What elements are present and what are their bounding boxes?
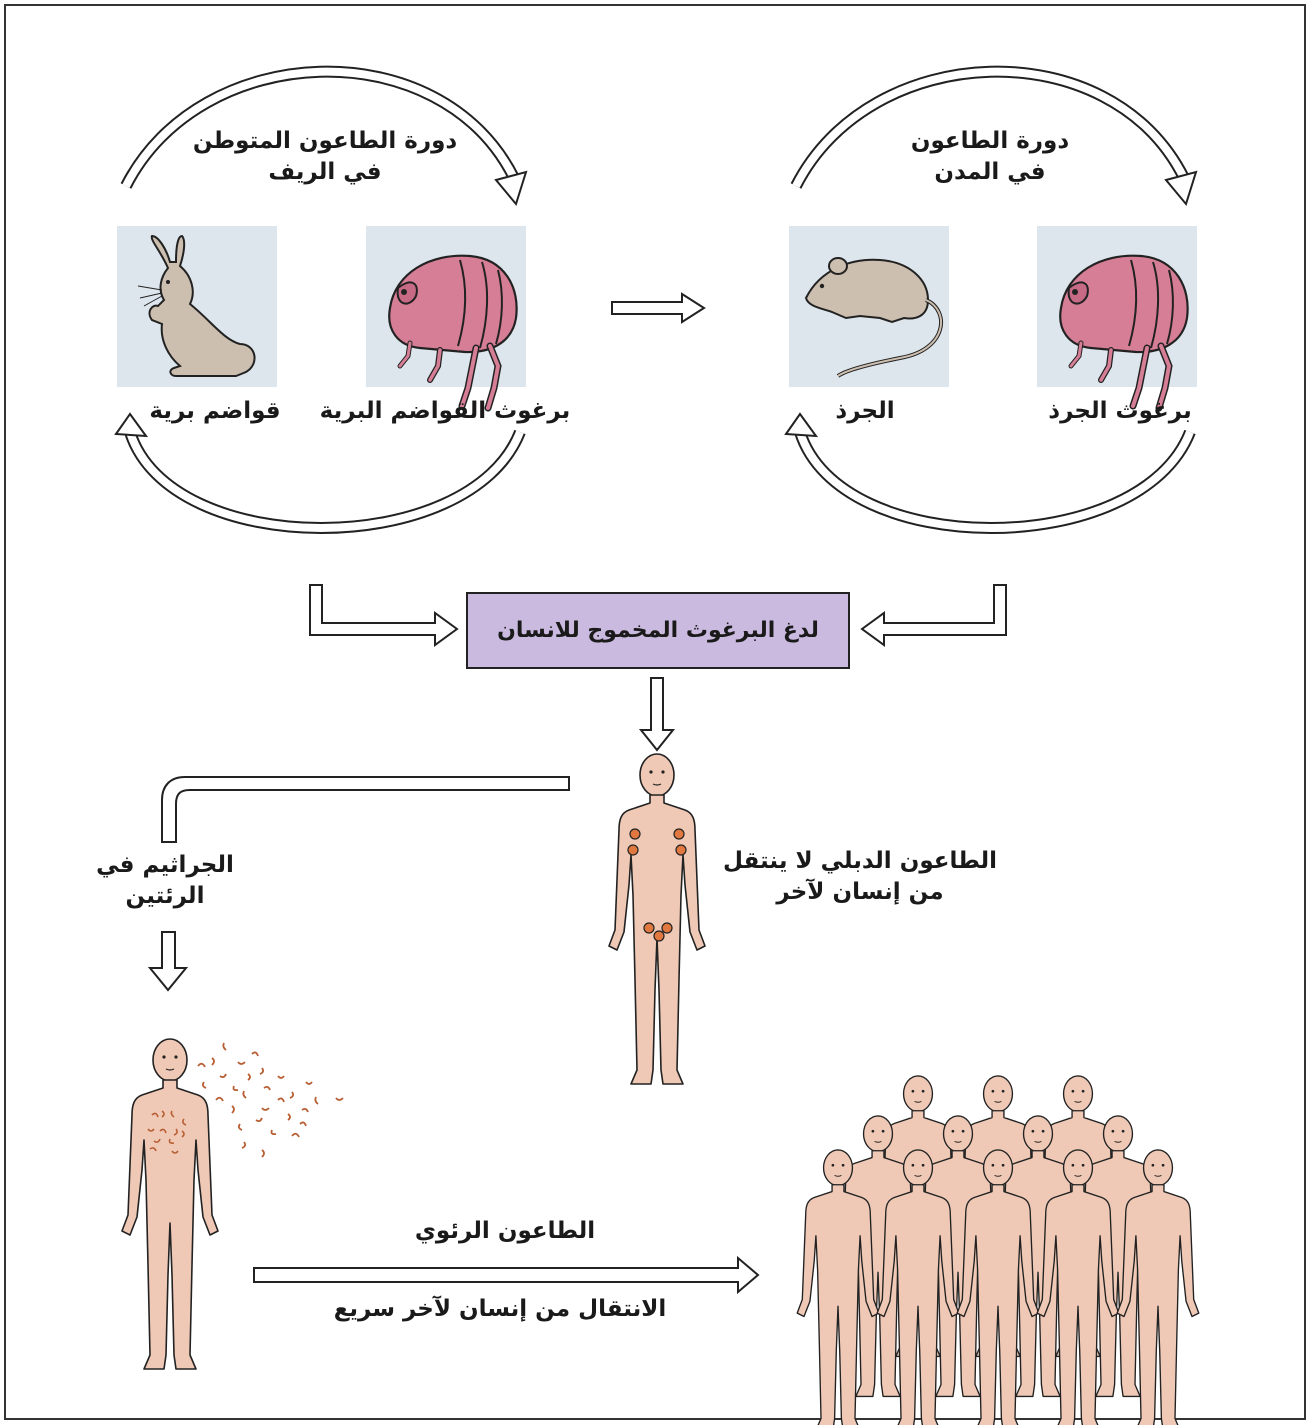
lungs-note-line1: الجراثيم في bbox=[96, 852, 234, 878]
urban-title-line1: دورة الطاعون bbox=[910, 128, 1070, 154]
crowd-icon bbox=[796, 1075, 1200, 1425]
sylvatic-to-urban-arrow bbox=[611, 292, 706, 324]
sylvatic-bottom-arrow bbox=[114, 412, 526, 534]
urban-top-arrow bbox=[790, 65, 1198, 207]
lungs-note-line2: الرئتين bbox=[125, 883, 205, 910]
diagram-frame bbox=[4, 4, 1306, 1420]
human-to-lungs-line bbox=[161, 776, 570, 843]
wild-rodent-icon bbox=[137, 234, 256, 377]
wild-rodent-label: قواضم برية bbox=[149, 398, 281, 424]
urban-cycle-title: دورة الطاعون في المدن bbox=[890, 126, 1090, 188]
rat-flea-label: برغوث الجرذ bbox=[1048, 398, 1192, 424]
urban-to-bite-arrow bbox=[860, 584, 1007, 647]
wild-flea-label: برغوث القواضم البرية bbox=[319, 398, 571, 424]
sylvatic-title-line1: دورة الطاعون المتوطن bbox=[192, 128, 458, 154]
sylvatic-top-arrow bbox=[120, 65, 528, 207]
rat-label: الجرذ bbox=[835, 398, 895, 424]
pneumonic-plague-subtitle: الانتقال من إنسان لآخر سريع bbox=[333, 1296, 667, 1322]
lungs-down-arrow bbox=[147, 931, 189, 992]
sylvatic-cycle-title: دورة الطاعون المتوطن في الريف bbox=[190, 126, 460, 188]
sylvatic-title-line2: في الريف bbox=[268, 159, 382, 186]
bubonic-note-line2: من إنسان لآخر bbox=[776, 879, 944, 906]
pneumonic-spread-arrow bbox=[253, 1255, 760, 1295]
bubonic-person-icon bbox=[608, 753, 706, 1085]
rat-icon bbox=[804, 257, 943, 378]
bacteria-cloud bbox=[197, 1042, 344, 1158]
pneumonic-plague-title: الطاعون الرئوي bbox=[414, 1218, 596, 1244]
bite-to-human-arrow bbox=[638, 677, 676, 752]
bubonic-plague-note: الطاعون الدبلي لا ينتقل من إنسان لآخر bbox=[720, 846, 1000, 908]
urban-title-line2: في المدن bbox=[934, 159, 1046, 186]
rural-to-bite-arrow bbox=[309, 584, 459, 647]
infected-flea-bite-box: لدغ البرغوث المخموج للانسان bbox=[466, 592, 850, 669]
urban-bottom-arrow bbox=[784, 412, 1196, 534]
infected-flea-bite-label: لدغ البرغوث المخموج للانسان bbox=[497, 618, 819, 643]
pneumonic-person-icon bbox=[121, 1038, 219, 1370]
bubonic-note-line1: الطاعون الدبلي لا ينتقل bbox=[722, 848, 998, 874]
bacteria-in-lungs-note: الجراثيم في الرئتين bbox=[90, 850, 240, 912]
